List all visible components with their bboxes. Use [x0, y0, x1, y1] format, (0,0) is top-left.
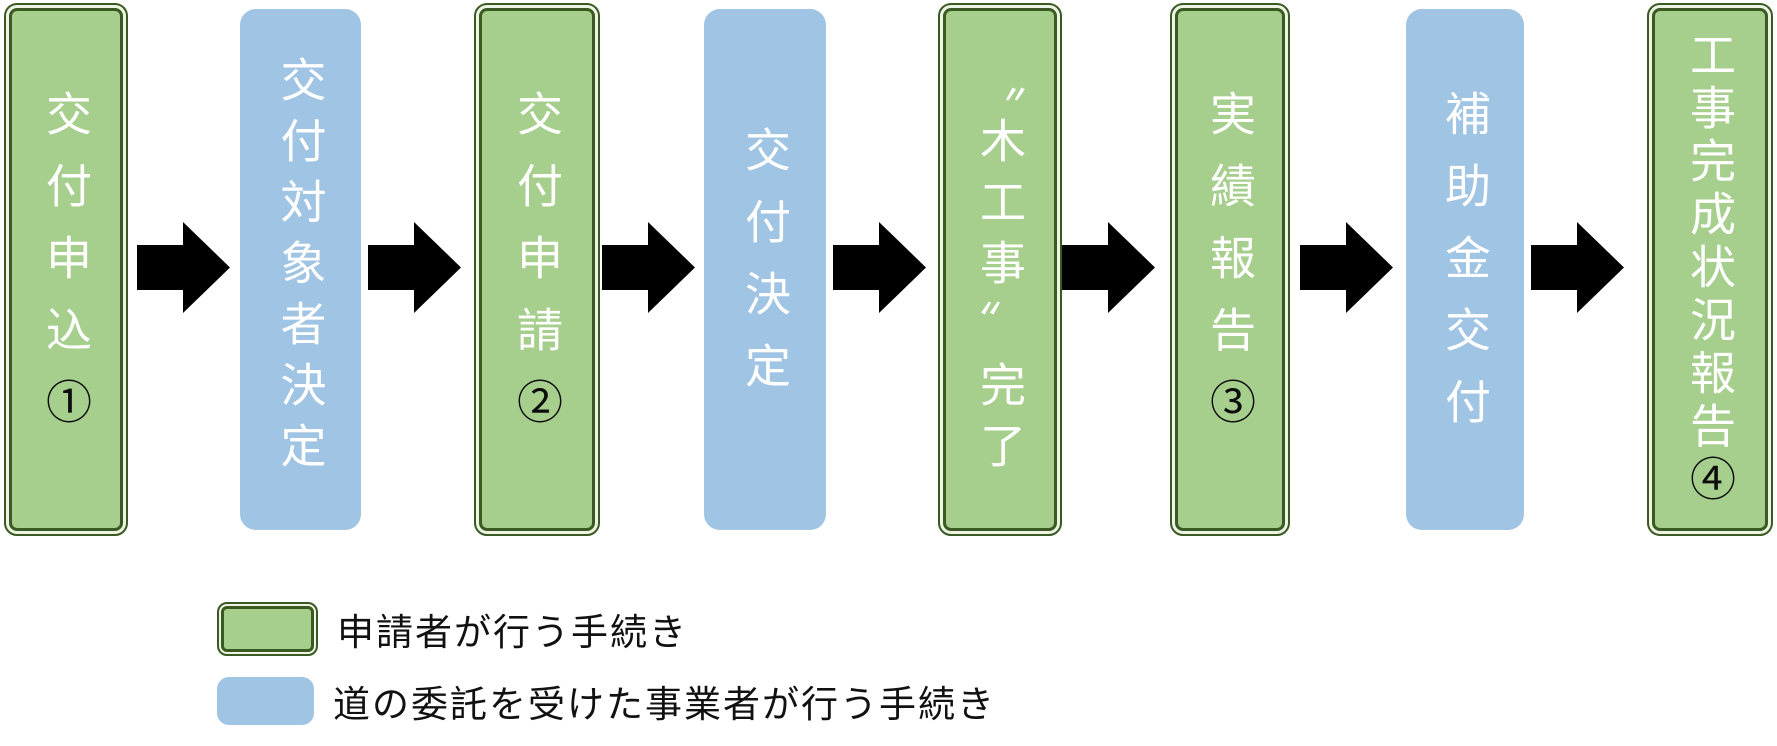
flow-step-4-grant-decision: 交付決定 — [704, 9, 826, 530]
legend-swatch-contractor — [217, 677, 314, 725]
legend-label-applicant: 申請者が行う手続き — [337, 612, 688, 653]
flow-step-6-fill: 実績報告③ — [1175, 8, 1285, 531]
flow-step-1-application-request: 交付申込① — [4, 3, 128, 536]
flow-step-3-grant-application: 交付申請② — [474, 3, 600, 536]
flow-step-5-fill: 〝木工事〟完了 — [943, 8, 1057, 531]
flow-step-3-text: 交付申請 — [511, 89, 563, 378]
flow-step-2-recipient-decision: 交付対象者決定 — [240, 9, 361, 530]
flow-step-6-text: 実績報告 — [1204, 89, 1256, 378]
arrow-right-icon — [1531, 222, 1624, 313]
flow-step-1-label: 交付申込① — [40, 89, 92, 450]
flow-step-3-number: ② — [511, 377, 563, 450]
flow-step-3-label: 交付申請② — [511, 89, 563, 450]
flow-step-1-number: ① — [40, 377, 92, 450]
arrow-right-icon — [1300, 222, 1393, 313]
flow-step-6-label: 実績報告③ — [1204, 89, 1256, 450]
flow-step-8-label: 工事完成状況報告④ — [1684, 31, 1736, 508]
flow-step-2-text: 交付対象者決定 — [274, 56, 327, 483]
flow-step-4-label: 交付決定 — [739, 125, 791, 414]
flow-step-4-text: 交付決定 — [739, 125, 791, 414]
arrow-right-icon — [602, 222, 695, 313]
arrow-right-icon — [833, 222, 926, 313]
flow-step-3-fill: 交付申請② — [479, 8, 595, 531]
flow-step-8-completion-status-report: 工事完成状況報告④ — [1647, 3, 1773, 536]
flow-step-8-fill: 工事完成状況報告④ — [1652, 8, 1768, 531]
flow-step-5-text: 〝木工事〟完了 — [974, 56, 1026, 483]
flow-step-7-text: 補助金交付 — [1439, 89, 1491, 450]
legend-swatch-applicant — [217, 602, 318, 656]
legend-swatch-applicant-fill — [221, 606, 314, 652]
flow-step-1-fill: 交付申込① — [9, 8, 123, 531]
flow-step-8-number: ④ — [1684, 455, 1736, 508]
arrow-right-icon — [1062, 222, 1155, 313]
flow-step-5-woodwork-complete: 〝木工事〟完了 — [938, 3, 1062, 536]
legend-item-applicant: 申請者が行う手続き — [217, 602, 996, 656]
flow-step-6-number: ③ — [1204, 377, 1256, 450]
legend-item-contractor: 道の委託を受けた事業者が行う手続き — [217, 674, 996, 728]
legend: 申請者が行う手続き 道の委託を受けた事業者が行う手続き — [217, 602, 996, 728]
flow-step-2-label: 交付対象者決定 — [274, 56, 327, 483]
arrow-right-icon — [137, 222, 230, 313]
flow-step-1-text: 交付申込 — [40, 89, 92, 378]
flow-step-8-text: 工事完成状況報告 — [1684, 31, 1736, 455]
arrow-right-icon — [368, 222, 461, 313]
flow-step-7-subsidy-payment: 補助金交付 — [1406, 9, 1524, 530]
flow-step-7-label: 補助金交付 — [1439, 89, 1491, 450]
legend-label-contractor: 道の委託を受けた事業者が行う手続き — [333, 684, 996, 725]
flow-step-5-label: 〝木工事〟完了 — [974, 56, 1026, 483]
flow-step-6-results-report: 実績報告③ — [1170, 3, 1290, 536]
